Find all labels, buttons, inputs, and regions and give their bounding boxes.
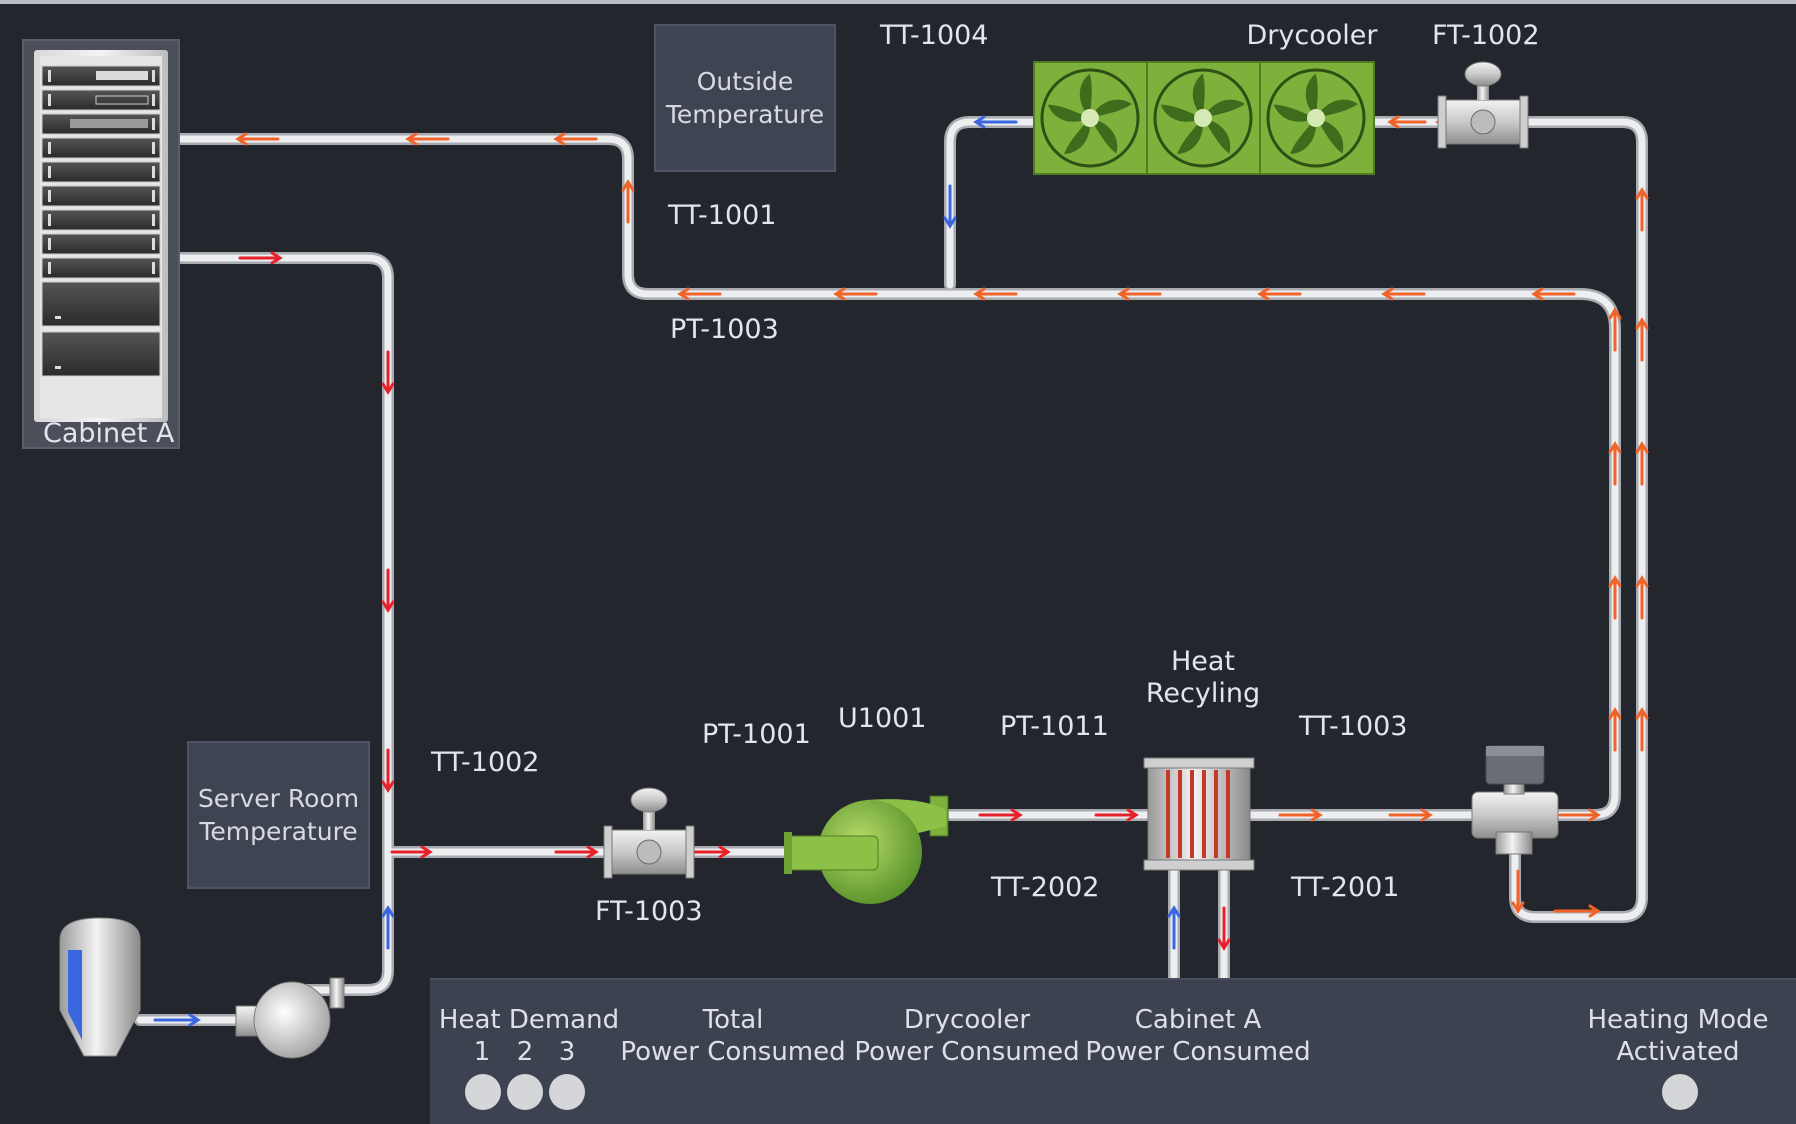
cabinet-power-line2: Power Consumed bbox=[1085, 1037, 1311, 1067]
tag-ft-1003[interactable]: FT-1003 bbox=[595, 896, 703, 927]
drycooler-label: Drycooler bbox=[1246, 20, 1378, 51]
flow-meter-icon[interactable] bbox=[603, 787, 695, 879]
heat-demand-2-indicator[interactable] bbox=[507, 1074, 543, 1110]
heating-mode-line2: Activated bbox=[1616, 1037, 1740, 1067]
total-power-line2: Power Consumed bbox=[620, 1037, 846, 1067]
heating-mode-indicator[interactable] bbox=[1662, 1074, 1698, 1110]
pump-icon[interactable] bbox=[235, 977, 345, 1059]
fan-icon[interactable] bbox=[1033, 61, 1375, 175]
tag-pt-1003[interactable]: PT-1003 bbox=[670, 314, 779, 345]
heat-recycling-line1: Heat bbox=[1170, 646, 1236, 677]
server-room-temperature-line2: Temperature bbox=[199, 817, 358, 846]
flow-meter-icon[interactable] bbox=[1437, 61, 1529, 149]
heat-demand-level-2-label: 2 bbox=[516, 1037, 534, 1067]
heat-demand-title: Heat Demand bbox=[438, 1005, 620, 1035]
heat-recycling-line2: Recyling bbox=[1145, 678, 1261, 709]
tag-tt-1002[interactable]: TT-1002 bbox=[431, 747, 540, 778]
heat-demand-1-indicator[interactable] bbox=[465, 1074, 501, 1110]
heat-demand-3-indicator[interactable] bbox=[549, 1074, 585, 1110]
centrifugal-pump-icon[interactable] bbox=[784, 795, 949, 904]
server-rack-icon[interactable] bbox=[22, 39, 180, 449]
total-power-line1: Total bbox=[702, 1005, 764, 1035]
cabinet-power-line1: Cabinet A bbox=[1134, 1005, 1262, 1035]
heat-exchanger-icon[interactable] bbox=[1143, 757, 1255, 871]
tag-pt-1011[interactable]: PT-1011 bbox=[1000, 711, 1109, 742]
tag-u1001[interactable]: U1001 bbox=[838, 703, 927, 734]
tag-tt-1001[interactable]: TT-1001 bbox=[668, 200, 777, 231]
three-way-valve-icon[interactable] bbox=[1471, 745, 1559, 855]
tag-ft-1002[interactable]: FT-1002 bbox=[1432, 20, 1540, 51]
tag-tt-2001[interactable]: TT-2001 bbox=[1291, 872, 1400, 903]
cabinet-label: Cabinet A bbox=[43, 418, 175, 449]
tag-tt-1004[interactable]: TT-1004 bbox=[880, 20, 989, 51]
drycooler-power-line1: Drycooler bbox=[903, 1005, 1031, 1035]
tag-pt-1001[interactable]: PT-1001 bbox=[702, 719, 811, 750]
server-room-temperature-line1: Server Room bbox=[197, 784, 360, 813]
heating-mode-line1: Heating Mode bbox=[1587, 1005, 1769, 1035]
tag-tt-2002[interactable]: TT-2002 bbox=[991, 872, 1100, 903]
tag-tt-1003[interactable]: TT-1003 bbox=[1299, 711, 1408, 742]
drycooler-power-line2: Power Consumed bbox=[854, 1037, 1080, 1067]
heat-demand-level-3-label: 3 bbox=[558, 1037, 576, 1067]
heat-demand-level-1-label: 1 bbox=[473, 1037, 491, 1067]
outside-temperature-line1: Outside bbox=[696, 67, 794, 96]
storage-tank-icon[interactable] bbox=[59, 917, 141, 1057]
outside-temperature-line2: Temperature bbox=[665, 100, 825, 129]
